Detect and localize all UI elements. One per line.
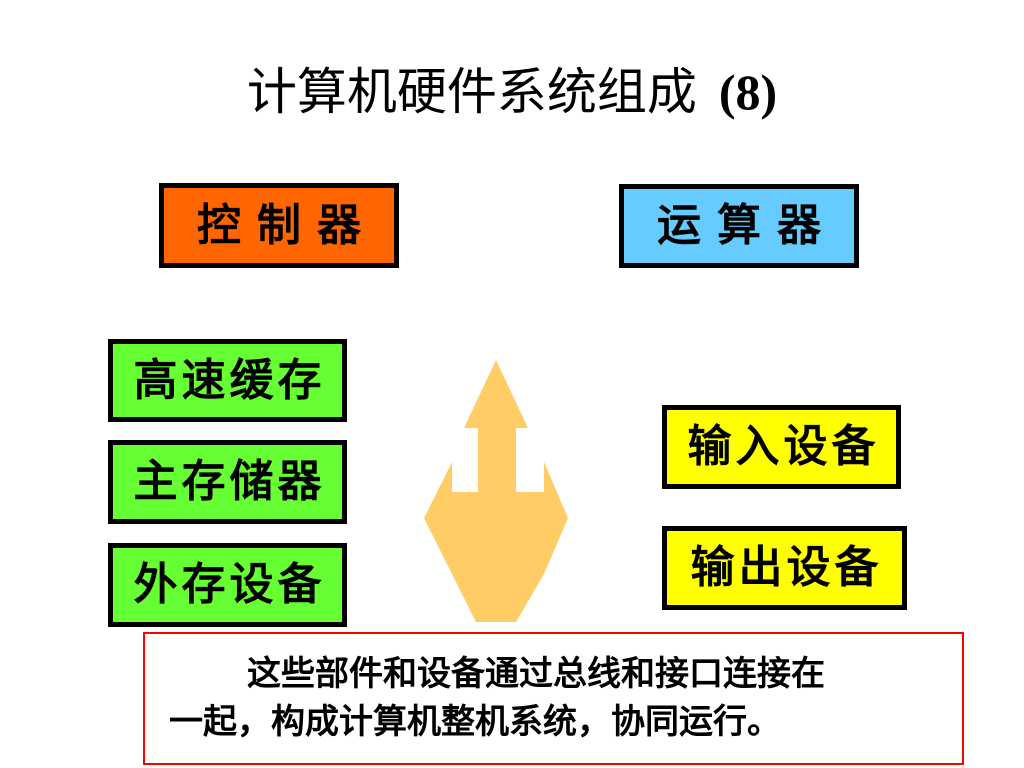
alu-box: 运算器 bbox=[619, 184, 859, 268]
slide-title: 计算机硬件系统组成 (8) bbox=[0, 52, 1024, 132]
bus-arrow-shape bbox=[424, 360, 568, 574]
external-storage-box: 外存设备 bbox=[108, 543, 347, 627]
slide-title-suffix: (8) bbox=[718, 64, 778, 120]
main-memory-box: 主存储器 bbox=[108, 440, 347, 524]
output-device-box: 输出设备 bbox=[662, 526, 907, 610]
three-way-arrow-icon bbox=[424, 360, 568, 622]
input-device-box: 输入设备 bbox=[662, 405, 901, 489]
summary-note: 这些部件和设备通过总线和接口连接在 一起，构成计算机整机系统，协同运行。 bbox=[143, 632, 964, 765]
summary-note-line-2: 一起，构成计算机整机系统，协同运行。 bbox=[169, 702, 781, 742]
cache-box: 高速缓存 bbox=[108, 339, 347, 422]
controller-box: 控制器 bbox=[159, 183, 399, 268]
summary-note-line-1: 这些部件和设备通过总线和接口连接在 bbox=[247, 654, 825, 694]
bus-arrow-lower bbox=[452, 544, 544, 622]
slide-title-text: 计算机硬件系统组成 bbox=[246, 63, 697, 121]
